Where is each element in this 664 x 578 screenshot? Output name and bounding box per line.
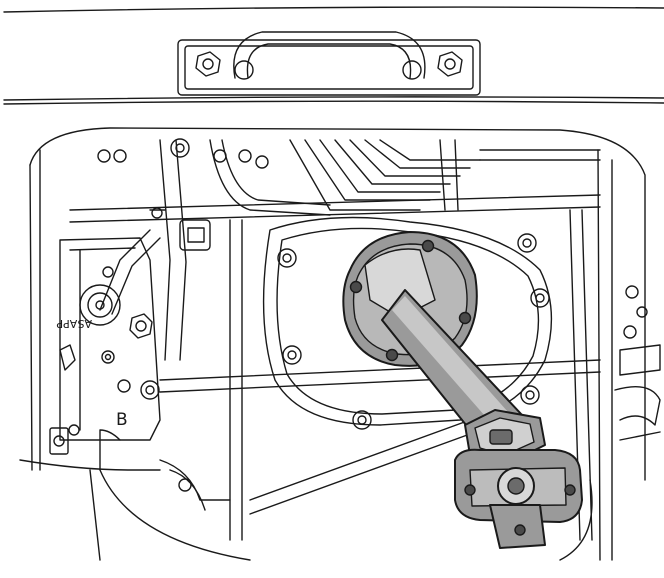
shaft-tube bbox=[381, 289, 523, 446]
handle-bolt-right bbox=[437, 51, 463, 77]
housing-bolts bbox=[277, 233, 550, 430]
engine-letter-label: B bbox=[116, 410, 128, 430]
shaft-yoke bbox=[454, 448, 583, 549]
chassis-outline bbox=[19, 127, 646, 561]
frame-rails bbox=[69, 194, 601, 541]
engine-block-left bbox=[49, 237, 161, 455]
throttle-linkage bbox=[97, 138, 331, 361]
top-panel bbox=[3, 6, 664, 105]
right-bracket bbox=[614, 285, 661, 441]
hydraulic-lines bbox=[289, 139, 601, 211]
lower-crossmember bbox=[99, 429, 231, 511]
drive-shaft bbox=[342, 231, 583, 549]
casing-stamp-label: ASAPP bbox=[56, 317, 92, 330]
handle-bolt-left bbox=[195, 51, 221, 77]
flange-bolts bbox=[349, 239, 472, 362]
carry-handle bbox=[177, 31, 481, 96]
